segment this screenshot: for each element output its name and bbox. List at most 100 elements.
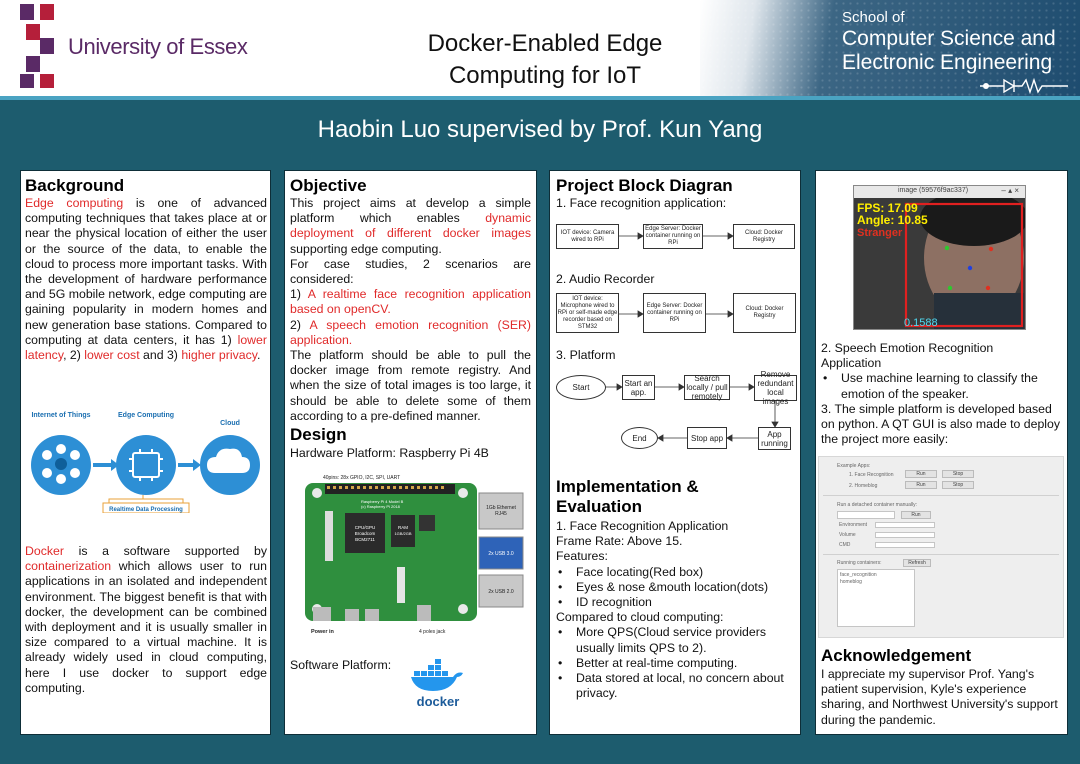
- scenario-1-number: 1): [290, 287, 308, 302]
- implementation-heading: Implementation & Evaluation: [556, 477, 699, 517]
- edge-computing-diagram: Internet of Things Edge Computing Cloud …: [31, 412, 260, 513]
- cloud-icon: [207, 448, 250, 473]
- gui-refresh-button[interactable]: Refresh: [903, 559, 931, 567]
- title-line-2: Computing for IoT: [448, 62, 642, 89]
- implementation-heading-line-2: Evaluation: [556, 497, 642, 516]
- acknowledgement-heading: Acknowledgement: [821, 646, 972, 665]
- block-cloud-registry-2: Cloud: Docker Registry: [733, 293, 796, 333]
- objective-text-b: supporting edge computing.: [290, 241, 442, 256]
- pi-copyright-label: (c) Raspberry Pi 2018: [361, 504, 401, 509]
- school-label: School of: [842, 9, 905, 26]
- gui-run-button-2[interactable]: Run: [905, 481, 937, 489]
- platform-note: 3. The simple platform is developed base…: [821, 401, 1061, 447]
- docker-text-b: which allows user to run applications in…: [25, 559, 267, 695]
- objective-scenario-1: 1) A realtime face recognition applicati…: [290, 287, 531, 317]
- list-item: More QPS(Cloud service providers usually…: [556, 625, 796, 655]
- qt-gui-screenshot: Example Apps: 1. Face Recognition Run St…: [818, 456, 1064, 638]
- background-text-a: is one of advanced computing techniques …: [25, 196, 267, 347]
- flow-stop-app: Stop app: [687, 427, 727, 449]
- flow-remove: Remove redundant local images: [754, 370, 797, 406]
- svg-text:RJ45: RJ45: [495, 511, 507, 517]
- block-diagram-heading: Project Block Diagran: [556, 176, 733, 195]
- pi-power-label: Power in: [311, 629, 335, 635]
- pi-usb3-label: 2x USB 3.0: [488, 551, 514, 557]
- window-controls-icon[interactable]: – ▴ ×: [1001, 186, 1019, 195]
- objective-paragraph-2: For case studies, 2 scenarios are consid…: [290, 256, 531, 287]
- term-higher-privacy: higher privacy: [181, 348, 257, 363]
- pi-usb2-label: 2x USB 2.0: [488, 589, 514, 595]
- pi-usbc-port: [313, 607, 331, 621]
- list-item[interactable]: homeblog: [840, 579, 862, 585]
- compare-list: More QPS(Cloud service providers usually…: [556, 625, 796, 701]
- block-section-3: 3. Platform: [556, 348, 616, 362]
- list-item: Face locating(Red box): [556, 565, 796, 580]
- gui-image-input[interactable]: [837, 511, 895, 519]
- label-edge: Edge Computing: [118, 412, 174, 419]
- term-edge-computing: Edge computing: [25, 196, 124, 210]
- background-paragraph-2: Docker is a software supported by contai…: [25, 544, 267, 696]
- svg-text:CPU/GPU: CPU/GPU: [355, 525, 376, 530]
- department-line-2: Electronic Engineering: [842, 51, 1053, 74]
- list-item: Data stored at local, no concern about p…: [556, 671, 796, 701]
- block-diagram-arrows: [606, 232, 779, 442]
- background-text-d: .: [256, 348, 261, 363]
- pi-ram-chip: [391, 515, 415, 547]
- implementation-line-1: 1. Face Recognition Application: [556, 519, 729, 533]
- objective-heading: Objective: [290, 176, 367, 195]
- gui-stop-button-1[interactable]: Stop: [942, 470, 974, 478]
- header-rule: [0, 96, 1080, 100]
- list-item[interactable]: face_recognition: [840, 572, 877, 578]
- gui-cmd-label: CMD: [839, 542, 851, 548]
- gui-run-button-1[interactable]: Run: [905, 470, 937, 478]
- label-cloud: Cloud: [220, 420, 240, 427]
- features-list: Face locating(Red box) Eyes & nose &mout…: [556, 565, 796, 611]
- docker-logo-text: docker: [417, 694, 460, 709]
- identity-label: Stranger: [857, 227, 903, 239]
- implementation-text: 1. Face Recognition Application Frame Ra…: [556, 519, 796, 701]
- pi-ethernet-port: [478, 492, 524, 530]
- implementation-line-2: Frame Rate: Above 15.: [556, 534, 683, 549]
- gui-app-1-label: 1. Face Recognition: [849, 472, 894, 478]
- gui-environment-input[interactable]: [875, 522, 935, 528]
- objective-panel: Objective This project aims at develop a…: [284, 170, 537, 735]
- author-line: Haobin Luo supervised by Prof. Kun Yang: [317, 116, 763, 143]
- term-containerization: containerization: [25, 559, 112, 574]
- objective-text-a: This project aims at develop a simple pl…: [290, 196, 531, 226]
- objective-scenario-2: 2) A speech emotion recognition (SER) ap…: [290, 318, 531, 348]
- flow-start-app: Start an app.: [622, 375, 655, 400]
- department-name: Computer Science and Electronic Engineer…: [842, 27, 1078, 75]
- pi-cpu-chip: [345, 513, 385, 553]
- gui-stop-button-2[interactable]: Stop: [942, 481, 974, 489]
- svg-text:Broadcom: Broadcom: [355, 531, 376, 536]
- face-locating-box: [904, 202, 1024, 328]
- window-title: image (59576f9ac337): [898, 187, 969, 194]
- gui-cmd-input[interactable]: [875, 542, 935, 548]
- flow-start: Start: [556, 375, 606, 400]
- term-docker: Docker: [25, 544, 64, 558]
- docker-text-a: is a software supported by: [63, 544, 267, 558]
- gui-volume-input[interactable]: [875, 532, 935, 538]
- ser-heading-line-2: Application: [821, 356, 882, 371]
- gui-environment-label: Environment: [839, 522, 868, 528]
- svg-text:1GB/2GB: 1GB/2GB: [394, 531, 411, 536]
- background-paragraph-1: Edge computing is one of advanced comput…: [25, 196, 267, 363]
- iot-devices-icon: [42, 444, 80, 484]
- header-banner: [700, 0, 1080, 100]
- svg-text:BCM2711: BCM2711: [355, 537, 375, 542]
- flow-app-running: App running: [758, 427, 791, 450]
- flow-search: Search locally / pull remotely: [684, 374, 730, 401]
- poster-header: University of Essex Docker-Enabled Edge …: [0, 0, 1080, 100]
- term-lower-latency: lower latency: [25, 332, 267, 363]
- gui-example-apps-label: Example Apps:: [837, 463, 871, 469]
- block-cloud-registry-1: Cloud: Docker Registry: [733, 224, 795, 249]
- gui-container-list[interactable]: face_recognition homeblog: [837, 569, 915, 627]
- block-section-1: 1. Face recognition application:: [556, 196, 727, 210]
- docker-logo-icon: docker: [411, 659, 463, 709]
- block-edge-server-1: Edge Server: Docker container running on…: [643, 224, 703, 249]
- implementation-line-4: Compared to cloud computing:: [556, 610, 724, 625]
- ser-heading-line-1: 2. Speech Emotion Recognition: [821, 341, 994, 355]
- ser-section: 2. Speech Emotion Recognition Applicatio…: [821, 341, 1063, 447]
- gui-app-2-label: 2. Homeblog: [849, 483, 878, 489]
- gui-run-detached-button[interactable]: Run: [901, 511, 931, 519]
- pi-gpio-label: 40pins: 28x GPIO, I2C, SPI, UART: [323, 475, 400, 481]
